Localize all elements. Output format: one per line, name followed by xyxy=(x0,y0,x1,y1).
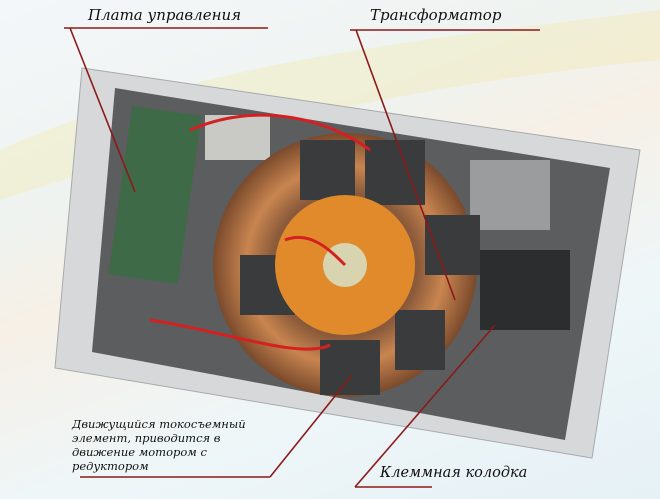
label-moving-contact: Движущийся токосъемный элемент, приводит… xyxy=(72,417,246,473)
control-board xyxy=(108,105,202,285)
terminal-block xyxy=(480,250,570,330)
label-terminal-block: Клеммная колодка xyxy=(380,465,528,481)
wires xyxy=(149,113,371,351)
leader-lines xyxy=(64,27,540,488)
label-control-board: Плата управления xyxy=(88,6,242,24)
label-transformer: Трансформатор xyxy=(370,6,502,24)
breaker xyxy=(470,160,550,230)
